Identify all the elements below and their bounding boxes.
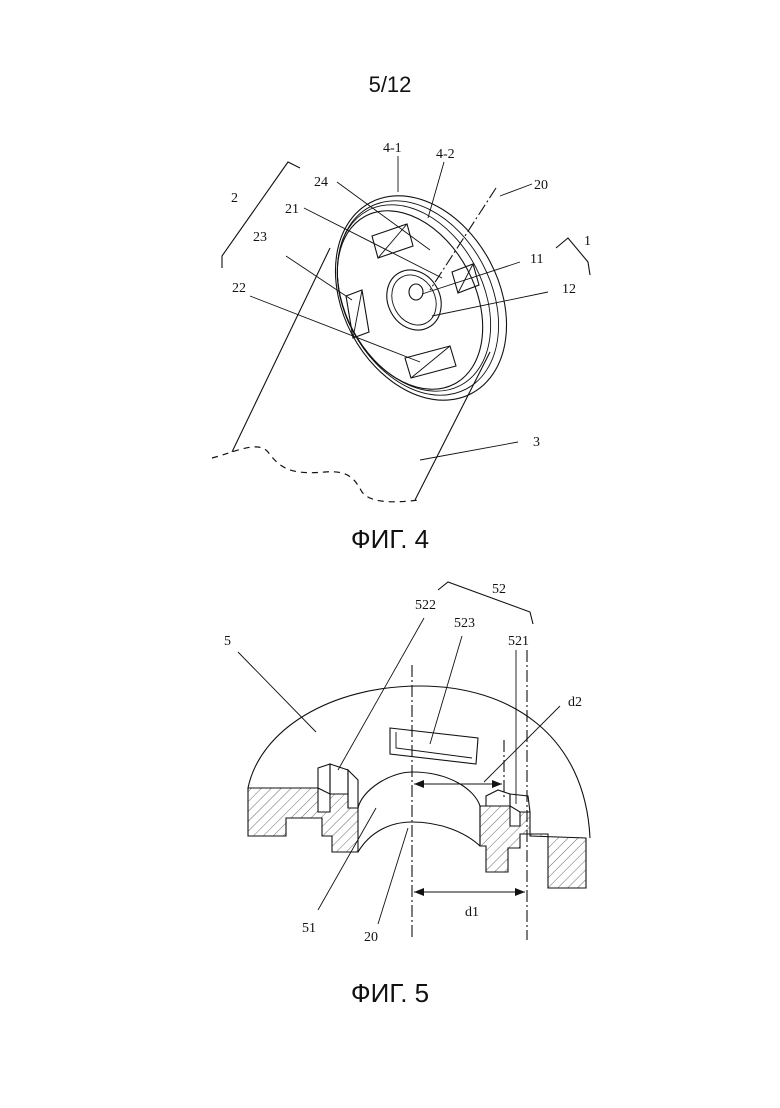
section-left	[248, 788, 358, 852]
section-right	[480, 806, 586, 888]
label-11: 11	[530, 252, 543, 267]
label-3: 3	[533, 435, 540, 450]
figure-5-caption: ФИГ. 5	[351, 978, 429, 1008]
block-23	[346, 290, 369, 338]
tooth-left-front	[318, 764, 330, 794]
block-22	[405, 346, 456, 378]
axis-line-20	[430, 188, 496, 290]
center-hole	[409, 284, 423, 300]
label-d1: d1	[465, 905, 479, 920]
break-line	[212, 447, 420, 502]
label-5: 5	[224, 634, 231, 649]
label-24: 24	[314, 175, 328, 190]
figure-5: 52 522 523 521 5 d2 d1 51 20 ФИГ. 5	[224, 582, 590, 1008]
label-52: 52	[492, 582, 506, 597]
label-2: 2	[231, 191, 238, 206]
figure-4: 2 4-1 4-2 20 1 24 21 23 11 12 22 3 ФИГ. …	[212, 141, 591, 554]
slot-523	[390, 728, 478, 764]
label-4-2: 4-2	[436, 147, 455, 162]
page-number: 5/12	[369, 72, 412, 97]
label-22: 22	[232, 281, 246, 296]
label-12: 12	[562, 282, 576, 297]
label-523: 523	[454, 616, 475, 631]
figure-4-caption: ФИГ. 4	[351, 524, 429, 554]
label-522: 522	[415, 598, 436, 613]
concave-top	[358, 772, 480, 808]
label-1: 1	[584, 234, 591, 249]
bracket-52	[438, 582, 533, 624]
label-521: 521	[508, 634, 529, 649]
label-23: 23	[253, 230, 267, 245]
label-21: 21	[285, 202, 299, 217]
label-d2: d2	[568, 695, 582, 710]
label-4-1: 4-1	[383, 141, 402, 156]
body-left-edge	[232, 248, 330, 452]
label-20: 20	[534, 178, 548, 193]
concave-bottom	[358, 822, 480, 852]
label-51: 51	[302, 921, 316, 936]
label-20-fig5: 20	[364, 930, 378, 945]
tooth-right-top	[486, 790, 510, 806]
block-21	[452, 264, 479, 293]
tooth-left-step	[348, 770, 358, 808]
